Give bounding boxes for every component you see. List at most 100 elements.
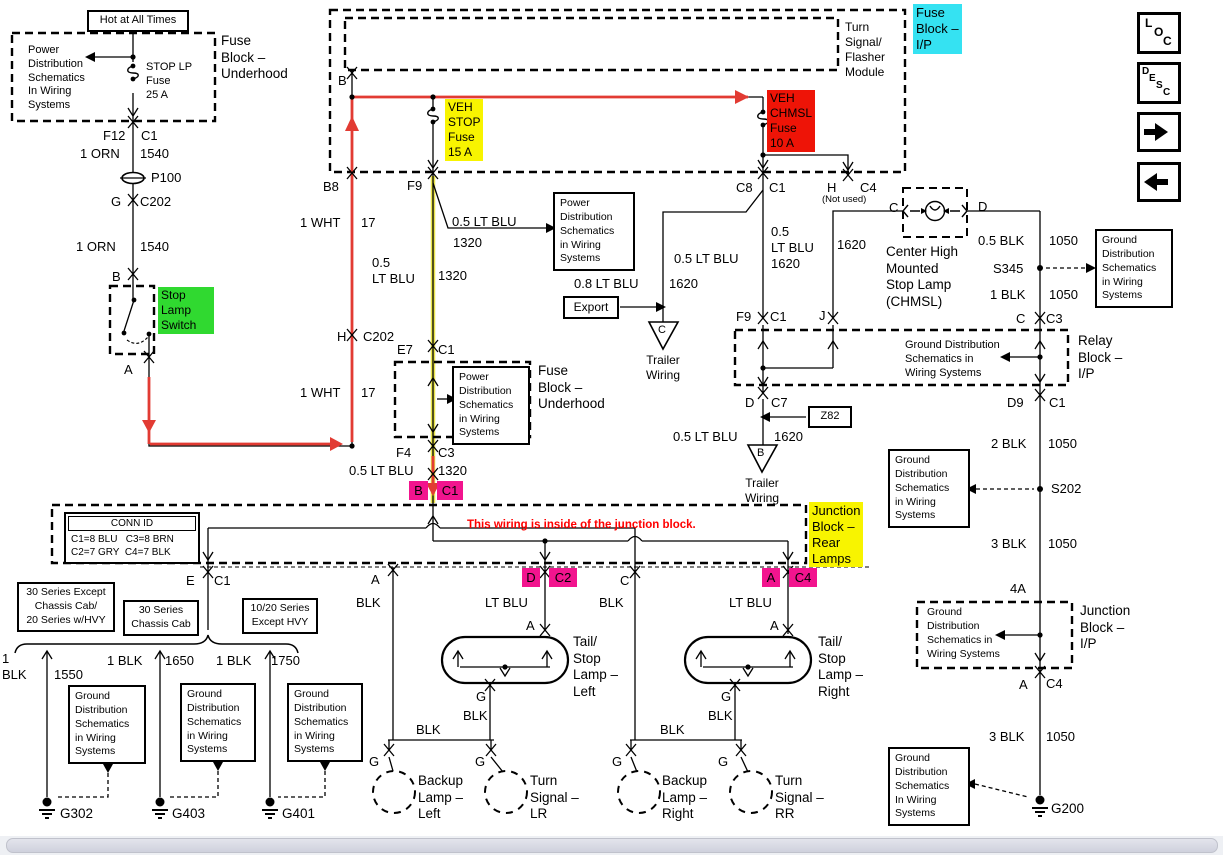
- ckt-1540-1: 1540: [140, 146, 169, 161]
- pin-c-3: C: [620, 573, 630, 588]
- wire-1orn-1: 1 ORN: [80, 146, 120, 161]
- pin-d-chmsl: D: [978, 199, 988, 214]
- pin-g-1: G: [111, 194, 122, 209]
- ckt-17-2: 17: [361, 385, 376, 400]
- ground-g401: G401: [282, 806, 316, 821]
- relay-block-ip-label: Relay Block – I/P: [1078, 333, 1123, 382]
- reference-arrowheads: [85, 52, 1096, 789]
- conn-c1-7: C1: [214, 573, 231, 588]
- ckt-1050-5: 1050: [1046, 729, 1075, 744]
- gds-note-5: Ground Distribution Schematics in Wiring…: [180, 683, 256, 763]
- gds-note-6: Ground Distribution Schematics in Wiring…: [287, 683, 363, 763]
- junction-dots: [121, 54, 1043, 670]
- fuse-block-ip: Fuse Block – I/P: [913, 4, 962, 54]
- junction-note: This wiring is inside of the junction bl…: [467, 519, 696, 531]
- wire-blk-5: BLK: [708, 708, 733, 723]
- pin-a-6: A: [770, 618, 779, 633]
- wire-05ltblu-f9: 0.5 LT BLU: [372, 255, 415, 286]
- pin-f12: F12: [103, 128, 126, 143]
- pin-b-2: B: [338, 73, 347, 88]
- pin-d-2: D: [745, 395, 755, 410]
- ckt-1050-4: 1050: [1048, 536, 1077, 551]
- ground-g302: G302: [60, 806, 94, 821]
- pin-b-3: B: [409, 481, 428, 500]
- horizontal-scrollbar-track[interactable]: [0, 836, 1223, 855]
- pds-note-2: Power Distribution Schematics in Wiring …: [553, 192, 635, 272]
- ckt-1320-1: 1320: [453, 235, 482, 250]
- ckt-1750: 1750: [271, 653, 300, 668]
- gds-note-2: Ground Distribution Schematics in Wiring…: [888, 449, 970, 529]
- red-trace-arrowheads: [142, 90, 749, 496]
- horizontal-scrollbar-thumb[interactable]: [6, 838, 1218, 853]
- ckt-1050-1: 1050: [1049, 233, 1078, 248]
- ckt-1550: 1550: [54, 667, 83, 682]
- conn-c202-2: C202: [363, 329, 395, 344]
- gds-note-1: Ground Distribution Schematics in Wiring…: [1095, 229, 1173, 309]
- conn-id-table: CONN ID C1=8 BLU C3=8 BRN C2=7 GRY C4=7 …: [64, 512, 200, 564]
- trailer-wiring-1: Trailer Wiring: [645, 353, 680, 382]
- turn-signal-flasher-module: Turn Signal/ Flasher Module: [845, 20, 886, 79]
- next-page-button[interactable]: [1137, 112, 1181, 152]
- pin-c-chmsl: C: [889, 200, 899, 215]
- hot-at-all-times: Hot at All Times: [87, 10, 189, 32]
- splice-p100: P100: [151, 170, 182, 185]
- tail-stop-right: Tail/ Stop Lamp – Right: [818, 634, 864, 700]
- wire-1wht-1: 1 WHT: [300, 215, 341, 230]
- conn-c3-2: C3: [1046, 311, 1063, 326]
- left-arrow-icon: [1144, 173, 1168, 191]
- pin-d9: D9: [1007, 395, 1024, 410]
- ckt-1050-3: 1050: [1048, 436, 1077, 451]
- pin-d-3: D: [522, 568, 540, 587]
- tail-stop-left: Tail/ Stop Lamp – Left: [573, 634, 619, 700]
- ground-g403: G403: [172, 806, 206, 821]
- trailer-conn-c: C: [658, 324, 666, 336]
- conn-c1-1: C1: [141, 128, 158, 143]
- prev-page-button[interactable]: [1137, 162, 1181, 202]
- fuse-block-underhood-label-2: Fuse Block – Underhood: [538, 363, 605, 412]
- wire-3blk-1: 3 BLK: [991, 536, 1027, 551]
- pin-b8: B8: [323, 179, 339, 194]
- splice-s202: S202: [1051, 481, 1082, 496]
- pin-h-1: H: [337, 329, 347, 344]
- variant-1: 30 Series Except Chassis Cab/ 20 Series …: [17, 582, 115, 632]
- splice-s345: S345: [993, 261, 1024, 276]
- pin-g-3: G: [369, 754, 380, 769]
- conn-c4-3: C4: [789, 568, 817, 587]
- wire-1blk-2: 1 BLK: [107, 653, 143, 668]
- pin-a-3: A: [762, 568, 780, 587]
- wire-1blk-1: 1 BLK: [2, 651, 27, 682]
- conn-c1-4: C1: [437, 481, 463, 500]
- pin-e: E: [186, 573, 195, 588]
- wire-blk-6: BLK: [660, 722, 685, 737]
- wire-05ltblu-3: 0.5 LT BLU: [349, 463, 414, 478]
- pds-note-1: Power Distribution Schematics In Wiring …: [28, 44, 85, 111]
- pin-j: J: [819, 308, 826, 323]
- pin-f9-1: F9: [407, 178, 423, 193]
- ckt-1320-2: 1320: [438, 268, 467, 283]
- wire-05ltblu-4: 0.5 LT BLU: [673, 429, 738, 444]
- ckt-1650: 1650: [165, 653, 194, 668]
- ground-g200: G200: [1051, 801, 1085, 816]
- conn-id-row1: C1=8 BLU C3=8 BRN: [71, 534, 174, 546]
- turn-signal-lr: Turn Signal – LR: [530, 773, 579, 822]
- conn-c202-1: C202: [140, 194, 172, 209]
- z82: Z82: [808, 406, 852, 428]
- variant-3: 10/20 Series Except HVY: [242, 598, 318, 634]
- chmsl-bulb-symbol: [902, 200, 968, 222]
- trailer-wiring-2: Trailer Wiring: [744, 476, 779, 505]
- wire-05blk: 0.5 BLK: [978, 233, 1025, 248]
- wire-blk-1: BLK: [356, 595, 381, 610]
- pin-a-4: A: [371, 572, 380, 587]
- wire-08ltblu: 0.8 LT BLU: [574, 276, 639, 291]
- gds-note-relay: Ground Distribution Schematics in Wiring…: [905, 339, 1000, 379]
- ckt-1620-3: 1620: [774, 429, 803, 444]
- backup-lamp-left: Backup Lamp – Left: [418, 773, 464, 822]
- ckt-1620-2: 1620: [837, 237, 866, 252]
- pin-c-2: C: [1016, 311, 1026, 326]
- wire-blk-4: BLK: [599, 595, 624, 610]
- junction-block-rear-lamps: Junction Block – Rear Lamps: [809, 502, 864, 568]
- wire-1blk-chmsl: 1 BLK: [990, 287, 1026, 302]
